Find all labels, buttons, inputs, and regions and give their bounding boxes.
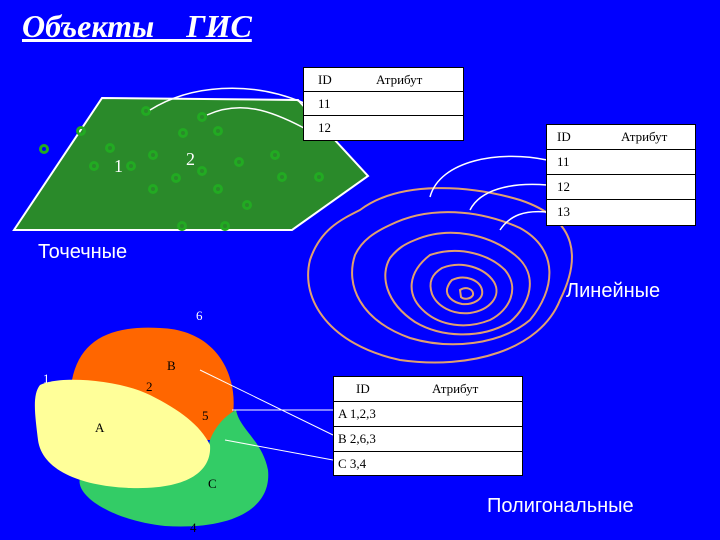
leader-line [499,210,548,231]
table-row: 12 [304,116,463,139]
point-label-2: 2 [186,149,195,169]
node-label-5: 5 [202,408,209,423]
point-marker [76,126,86,136]
node-label-2: 2 [146,379,153,394]
polygon-map [34,327,269,527]
column-id: ID [318,72,332,87]
point-marker [314,172,324,182]
point-marker [105,143,115,153]
point-marker [89,161,99,171]
label-polygons: Полигональные [487,495,634,517]
point-marker [148,150,158,160]
point-label-1: 1 [114,156,123,176]
point-marker [177,221,187,231]
point-markers [39,106,324,231]
polygon-label-B: B [167,358,176,373]
point-marker [220,221,230,231]
point-marker [39,144,49,154]
node-label-6: 6 [196,308,203,323]
point-marker [197,112,207,122]
column-attribute: Атрибут [432,381,479,396]
point-marker [171,173,181,183]
label-lines: Линейные [566,280,661,302]
column-attribute: Атрибут [621,129,668,144]
table-row: B 2,6,3 [334,427,522,452]
point-attribute-table: ID Атрибут 11 12 [303,67,464,141]
point-marker [148,184,158,194]
node-label-1: 1 [43,371,50,386]
leader-line [206,106,305,129]
polygon-A [34,379,211,489]
point-marker [234,157,244,167]
point-marker [141,106,151,116]
table-row: 11 [547,150,695,175]
label-points: Точечные [38,241,128,263]
table-row: C 3,4 [334,452,522,474]
point-marker [213,126,223,136]
polygon-C [79,410,269,527]
point-marker [197,166,207,176]
column-id: ID [356,381,370,396]
polygon-attribute-table: ID Атрибут A 1,2,3 B 2,6,3 C 3,4 [333,376,523,476]
point-marker [242,200,252,210]
point-plane [12,96,370,231]
table-row: A 1,2,3 [334,402,522,427]
leader-line [149,87,305,111]
leader-line [224,439,334,461]
polygon-B [72,327,234,440]
table-header: ID Атрибут [547,125,695,150]
point-marker [277,172,287,182]
leader-line [199,369,334,436]
leader-line [469,183,548,211]
polygon-label-A: A [95,420,105,435]
page-title: Объекты ГИС [22,8,252,44]
point-marker [270,150,280,160]
table-row: 11 [304,92,463,116]
table-row: 13 [547,200,695,224]
column-id: ID [557,129,571,144]
point-marker [126,161,136,171]
leader-line [429,155,548,198]
table-row: 12 [547,175,695,200]
table-header: ID Атрибут [334,377,522,402]
line-attribute-table: ID Атрибут 11 12 13 [546,124,696,226]
polygon-label-C: C [208,476,217,491]
point-marker [178,128,188,138]
point-marker [213,184,223,194]
contour-lines [307,187,573,364]
column-attribute: Атрибут [376,72,423,87]
node-label-4: 4 [190,520,197,535]
table-header: ID Атрибут [304,68,463,92]
